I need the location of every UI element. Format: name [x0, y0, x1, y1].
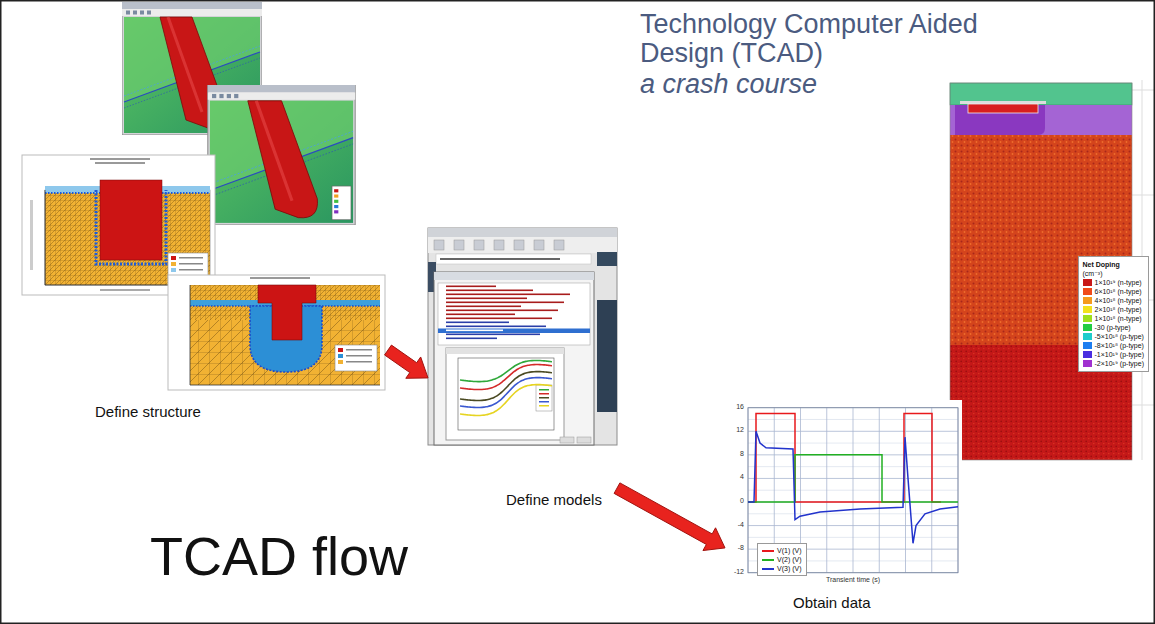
legend-text: -2×10¹⁹ (p-type) [1095, 359, 1145, 368]
legend-swatch [1083, 288, 1092, 295]
axis-tick: -12 [718, 568, 744, 576]
chart-legend: V(1) (V)V(2) (V)V(3) (V) [757, 543, 807, 576]
step-caption: Define models [506, 491, 602, 509]
legend-text: -30 (p-type) [1095, 323, 1131, 332]
legend-text: V(3) (V) [777, 564, 802, 573]
flow-arrow [385, 345, 428, 378]
axis-tick: -4 [718, 521, 744, 529]
transient-chart [728, 400, 962, 590]
legend-text: -1×10¹⁹ (p-type) [1095, 350, 1145, 359]
flow-arrow [614, 483, 725, 551]
legend-swatch [1083, 342, 1092, 349]
legend-swatch [1083, 324, 1092, 331]
legend-title: Net Doping [1083, 260, 1145, 269]
title-text: Technology Computer Aided Design (TCAD) [640, 10, 1010, 68]
screenshot-panel: Define models [428, 228, 617, 518]
legend-swatch [1083, 351, 1092, 358]
legend-swatch [1083, 279, 1092, 286]
legend-text: 6×10¹⁸ (n-type) [1095, 287, 1142, 296]
model-curves [460, 360, 552, 415]
axis-tick: 0 [718, 497, 744, 505]
legend-text: 2×10¹⁸ (n-type) [1095, 305, 1142, 314]
legend-unit: (cm⁻³) [1083, 269, 1145, 278]
legend-swatch [1083, 360, 1092, 367]
mesh-plot-trench [22, 155, 215, 295]
axis-title: Transient time (s) [803, 576, 903, 584]
model-editor-window [428, 228, 617, 445]
legend-line-sample [762, 559, 774, 561]
legend-swatch [1083, 306, 1092, 313]
legend-swatch [1083, 315, 1092, 322]
legend-text: -5×10¹⁸ (p-type) [1095, 332, 1144, 341]
screenshot-panel: Obtain data [725, 395, 965, 615]
step-caption: Obtain data [793, 594, 871, 612]
list-rows [446, 286, 570, 340]
legend-text: 1×10¹⁸ (n-type) [1095, 314, 1142, 323]
legend-line-sample [762, 568, 774, 570]
screenshot-panel: Define structure [20, 0, 388, 430]
legend-text: 1×10¹⁹ (n-type) [1095, 278, 1142, 287]
legend-text: -8×10¹⁸ (p-type) [1095, 341, 1144, 350]
subtitle-text: a crash course [640, 68, 817, 100]
legend-line-sample [762, 550, 774, 552]
mesh-plot-gate [168, 275, 385, 390]
axis-tick: 8 [718, 450, 744, 458]
legend-text: V(2) (V) [777, 555, 802, 564]
axis-tick: 16 [718, 403, 744, 411]
legend-swatch [1083, 333, 1092, 340]
flow-heading: TCAD flow [150, 524, 408, 589]
legend-text: V(1) (V) [777, 546, 802, 555]
doping-legend: Net Doping(cm⁻³)1×10¹⁹ (n-type)6×10¹⁸ (n… [1078, 256, 1150, 372]
step-caption: Define structure [95, 403, 201, 421]
legend-text: 4×10¹⁸ (n-type) [1095, 296, 1142, 305]
axis-tick: 12 [718, 426, 744, 434]
legend-swatch [1083, 297, 1092, 304]
axis-tick: -8 [718, 544, 744, 552]
doping-cross-section [950, 80, 1155, 460]
axis-tick: 4 [718, 473, 744, 481]
